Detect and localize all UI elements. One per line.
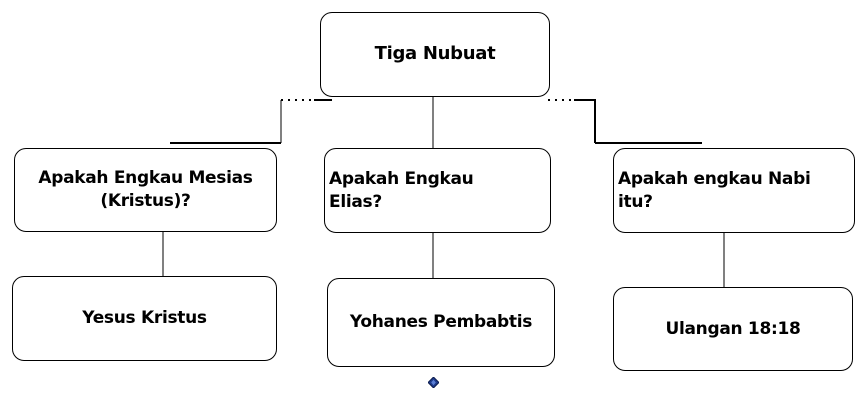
answer-node-label: Yesus Kristus (82, 308, 207, 329)
root-node-label: Tiga Nubuat (374, 43, 496, 65)
root-node: Tiga Nubuat (320, 12, 550, 97)
answer-node-yesus: Yesus Kristus (12, 276, 277, 361)
question-node-mesias: Apakah Engkau Mesias (Kristus)? (14, 148, 277, 232)
answer-node-yohanes: Yohanes Pembabtis (327, 278, 555, 367)
answer-node-label: Ulangan 18:18 (665, 318, 801, 339)
answer-node-label: Yohanes Pembabtis (349, 312, 533, 333)
question-node-nabi: Apakah engkau Nabi itu? (613, 148, 855, 233)
answer-node-ulangan: Ulangan 18:18 (613, 287, 853, 371)
question-node-label: Apakah engkau Nabi itu? (618, 168, 811, 212)
question-node-elias: Apakah Engkau Elias? (324, 148, 551, 233)
diamond-icon[interactable] (428, 377, 439, 388)
question-node-label: Apakah Engkau Mesias (Kristus)? (38, 168, 253, 211)
question-node-label: Apakah Engkau Elias? (329, 168, 474, 212)
